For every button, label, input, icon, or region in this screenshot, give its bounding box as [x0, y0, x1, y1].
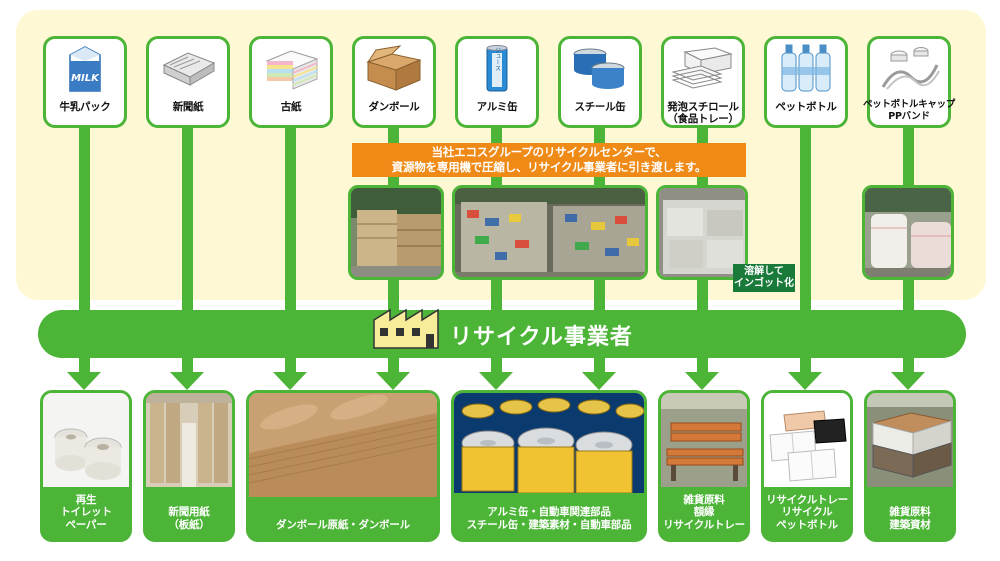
flow-line-old-paper	[284, 128, 296, 372]
source-card-newspaper: 新聞紙	[146, 36, 230, 128]
output-card-metal-parts: アルミ缶・自動車関連部品スチール缶・建築素材・自動車部品	[451, 390, 647, 542]
cardboard-sheet-icon	[249, 393, 437, 497]
flow-arrowhead-newspaper	[170, 372, 204, 390]
output-card-recycled-tray: リサイクルトレーリサイクルペットボトル	[761, 390, 853, 542]
styrofoam-tray-icon	[671, 43, 735, 93]
output-label-cardboard-material: ダンボール原紙・ダンボール	[276, 518, 410, 531]
output-card-cardboard-material: ダンボール原紙・ダンボール	[246, 390, 440, 542]
flow-arrowhead-steel-can	[582, 372, 616, 390]
factory-icon	[372, 306, 448, 354]
output-label-toilet-paper: 再生トイレットペーパー	[60, 493, 112, 531]
output-card-paperboard: 新聞用紙（板紙）	[143, 390, 235, 542]
source-label-newspaper: 新聞紙	[172, 101, 204, 113]
source-card-styrofoam: 発泡スチロール（食品トレー）	[661, 36, 745, 128]
flow-arrowhead-pet-bottle	[788, 372, 822, 390]
output-label-recycled-tray: リサイクルトレーリサイクルペットボトル	[766, 493, 848, 531]
paper-stack-icon	[259, 43, 323, 93]
recycler-bar	[38, 310, 966, 358]
source-label-pet-bottle: ペットボトル	[775, 101, 837, 113]
flow-arrowhead-cardboard	[376, 372, 410, 390]
output-card-sundries: 雑貨原料額縁リサイクルトレー	[658, 390, 750, 542]
aluminum-can-icon-text: ジュース	[494, 47, 501, 71]
source-label-aluminum-can: アルミ缶	[476, 101, 518, 113]
flow-line-newspaper	[181, 128, 193, 372]
newspaper-icon	[156, 43, 220, 93]
planter-icon	[867, 393, 953, 487]
toilet-paper-icon	[43, 393, 129, 487]
source-card-milk-carton: MILK 牛乳パック	[43, 36, 127, 128]
bottle-cap-band-icon	[877, 43, 941, 93]
output-label-building-material: 雑貨原料建築資材	[889, 506, 931, 531]
cardboard-box-icon	[362, 43, 426, 93]
note-line-1: 当社エコスグループのリサイクルセンターで、	[431, 145, 667, 159]
food-tray-icon	[764, 393, 850, 487]
source-label-cardboard: ダンボール	[368, 101, 420, 113]
cans-icon	[454, 393, 644, 493]
flow-arrowhead-pet-cap	[891, 372, 925, 390]
paper-roll-icon	[146, 393, 232, 487]
note-line-2: 資源物を専用機で圧縮し、リサイクル事業者に引き渡します。	[391, 160, 707, 174]
bench-icon	[661, 393, 747, 487]
output-label-metal-parts: アルミ缶・自動車関連部品スチール缶・建築素材・自動車部品	[466, 506, 632, 531]
source-label-steel-can: スチール缶	[574, 101, 626, 113]
source-card-aluminum-can: ジュース アルミ缶	[455, 36, 539, 128]
output-card-building-material: 雑貨原料建築資材	[864, 390, 956, 542]
source-label-old-paper: 古紙	[280, 101, 302, 113]
steel-can-icon	[568, 43, 632, 93]
flow-line-pet-bottle	[799, 128, 811, 372]
photo-compressed-paper	[348, 185, 444, 280]
output-label-paperboard: 新聞用紙（板紙）	[168, 506, 210, 531]
flow-line-milk-carton	[78, 128, 90, 372]
source-label-styrofoam: 発泡スチロール（食品トレー）	[667, 101, 739, 125]
source-label-milk-carton: 牛乳パック	[59, 101, 111, 113]
source-card-steel-can: スチール缶	[558, 36, 642, 128]
photo-cap-bags	[862, 185, 954, 280]
source-card-pet-bottle: ペットボトル	[764, 36, 848, 128]
pet-bottle-icon	[774, 43, 838, 93]
aluminum-can-icon: ジュース	[465, 43, 529, 93]
output-card-toilet-paper: 再生トイレットペーパー	[40, 390, 132, 542]
recycling-center-note: 当社エコスグループのリサイクルセンターで、 資源物を専用機で圧縮し、リサイクル事…	[352, 143, 746, 177]
flow-arrowhead-styrofoam	[685, 372, 719, 390]
photo-compressed-cans	[452, 185, 648, 280]
milk-carton-icon: MILK	[53, 43, 117, 93]
source-card-cardboard: ダンボール	[352, 36, 436, 128]
photo-compressed-styrofoam	[656, 185, 748, 280]
milk-carton-icon-text: MILK	[71, 73, 100, 84]
ingot-label: 溶解してインゴット化	[733, 264, 795, 292]
source-card-old-paper: 古紙	[249, 36, 333, 128]
flow-arrowhead-aluminum-can	[479, 372, 513, 390]
flow-arrowhead-milk-carton	[67, 372, 101, 390]
recycler-label: リサイクル事業者	[450, 325, 633, 350]
output-label-sundries: 雑貨原料額縁リサイクルトレー	[663, 493, 745, 531]
flow-arrowhead-old-paper	[273, 372, 307, 390]
